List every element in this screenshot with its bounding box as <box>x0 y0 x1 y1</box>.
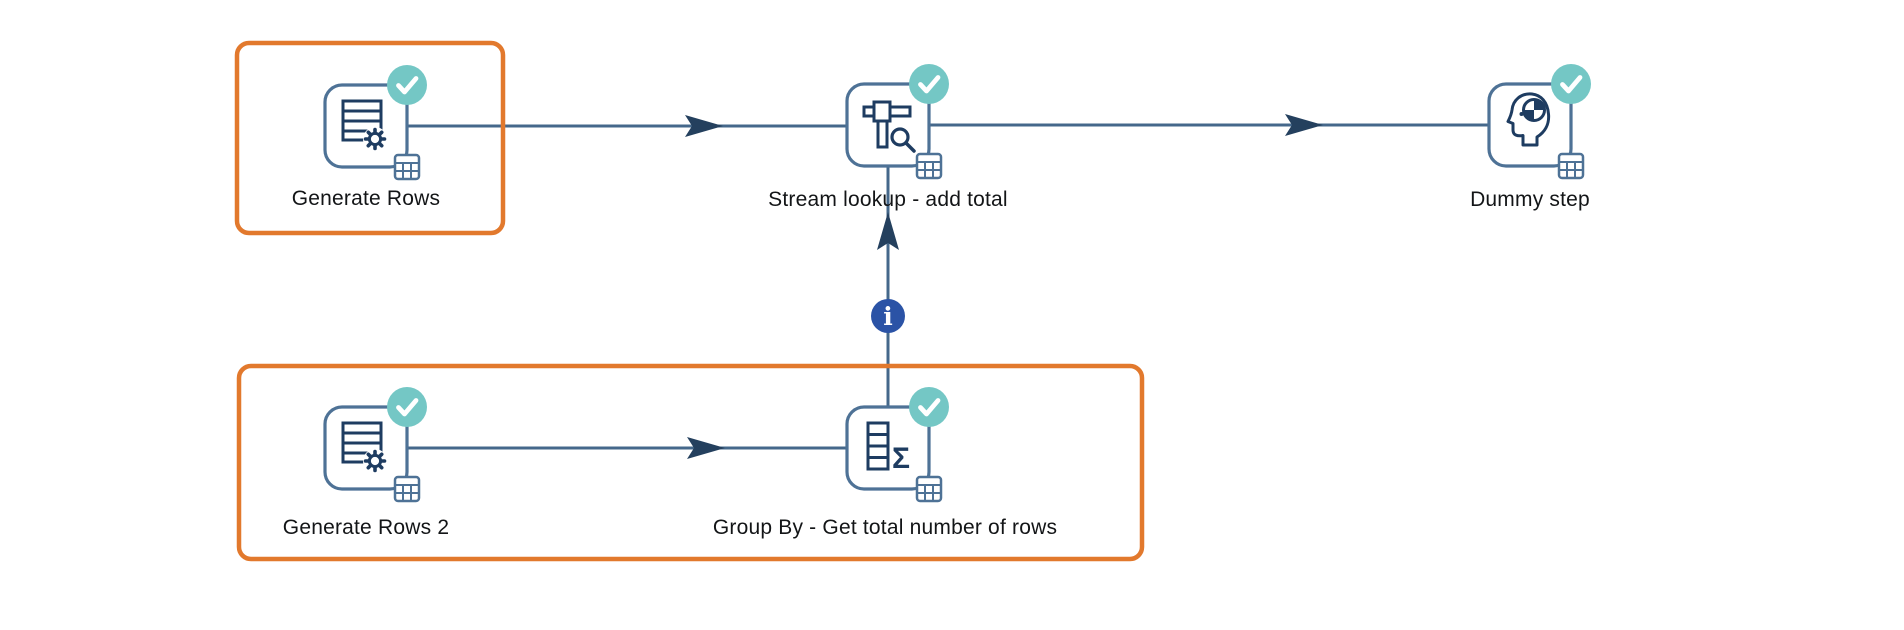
hop-stream-lookup-to-dummy[interactable] <box>929 114 1489 136</box>
data-grid-icon <box>914 474 944 504</box>
step-stream-lookup <box>844 64 949 180</box>
info-stream-icon[interactable]: i <box>871 299 905 333</box>
gear-icon <box>363 449 387 473</box>
hop-arrow <box>685 115 723 137</box>
hop-arrow <box>877 212 899 250</box>
success-check-icon <box>1550 63 1592 105</box>
selection-box <box>234 40 506 236</box>
svg-text:i: i <box>883 302 893 331</box>
step-generate-rows-2 <box>322 387 427 503</box>
step-group-by: Σ <box>844 387 949 503</box>
success-check-icon <box>386 386 428 428</box>
success-check-icon <box>908 386 950 428</box>
data-grid-icon <box>914 151 944 181</box>
data-grid-icon <box>392 474 422 504</box>
step-generate-rows <box>322 65 427 181</box>
selection-box <box>236 363 1145 562</box>
hop-generate-rows-to-stream-lookup[interactable] <box>407 115 848 137</box>
stream-lookup-icon[interactable] <box>844 81 932 169</box>
hop-arrow <box>1285 114 1323 136</box>
row-generator-icon[interactable] <box>322 404 410 492</box>
group-by-icon[interactable]: Σ <box>844 404 932 492</box>
step-label: Generate Rows 2 <box>282 516 450 539</box>
row-generator-icon[interactable] <box>322 82 410 170</box>
magnifier-icon <box>890 127 916 153</box>
target-circle-icon <box>1522 98 1546 122</box>
success-check-icon <box>386 64 428 106</box>
step-label: Dummy step <box>1470 188 1590 211</box>
step-dummy <box>1486 64 1591 180</box>
dummy-icon[interactable] <box>1486 81 1574 169</box>
success-check-icon <box>908 63 950 105</box>
step-label: Stream lookup - add total <box>768 188 1008 211</box>
gear-icon <box>363 127 387 151</box>
step-label: Generate Rows <box>291 187 441 210</box>
sigma-glyph: Σ <box>892 442 910 475</box>
data-grid-icon <box>392 152 422 182</box>
step-label: Group By - Get total number of rows <box>712 516 1058 539</box>
hop-generate-rows-2-to-group-by[interactable] <box>407 437 847 459</box>
data-grid-icon <box>1556 151 1586 181</box>
hop-arrow <box>687 437 725 459</box>
